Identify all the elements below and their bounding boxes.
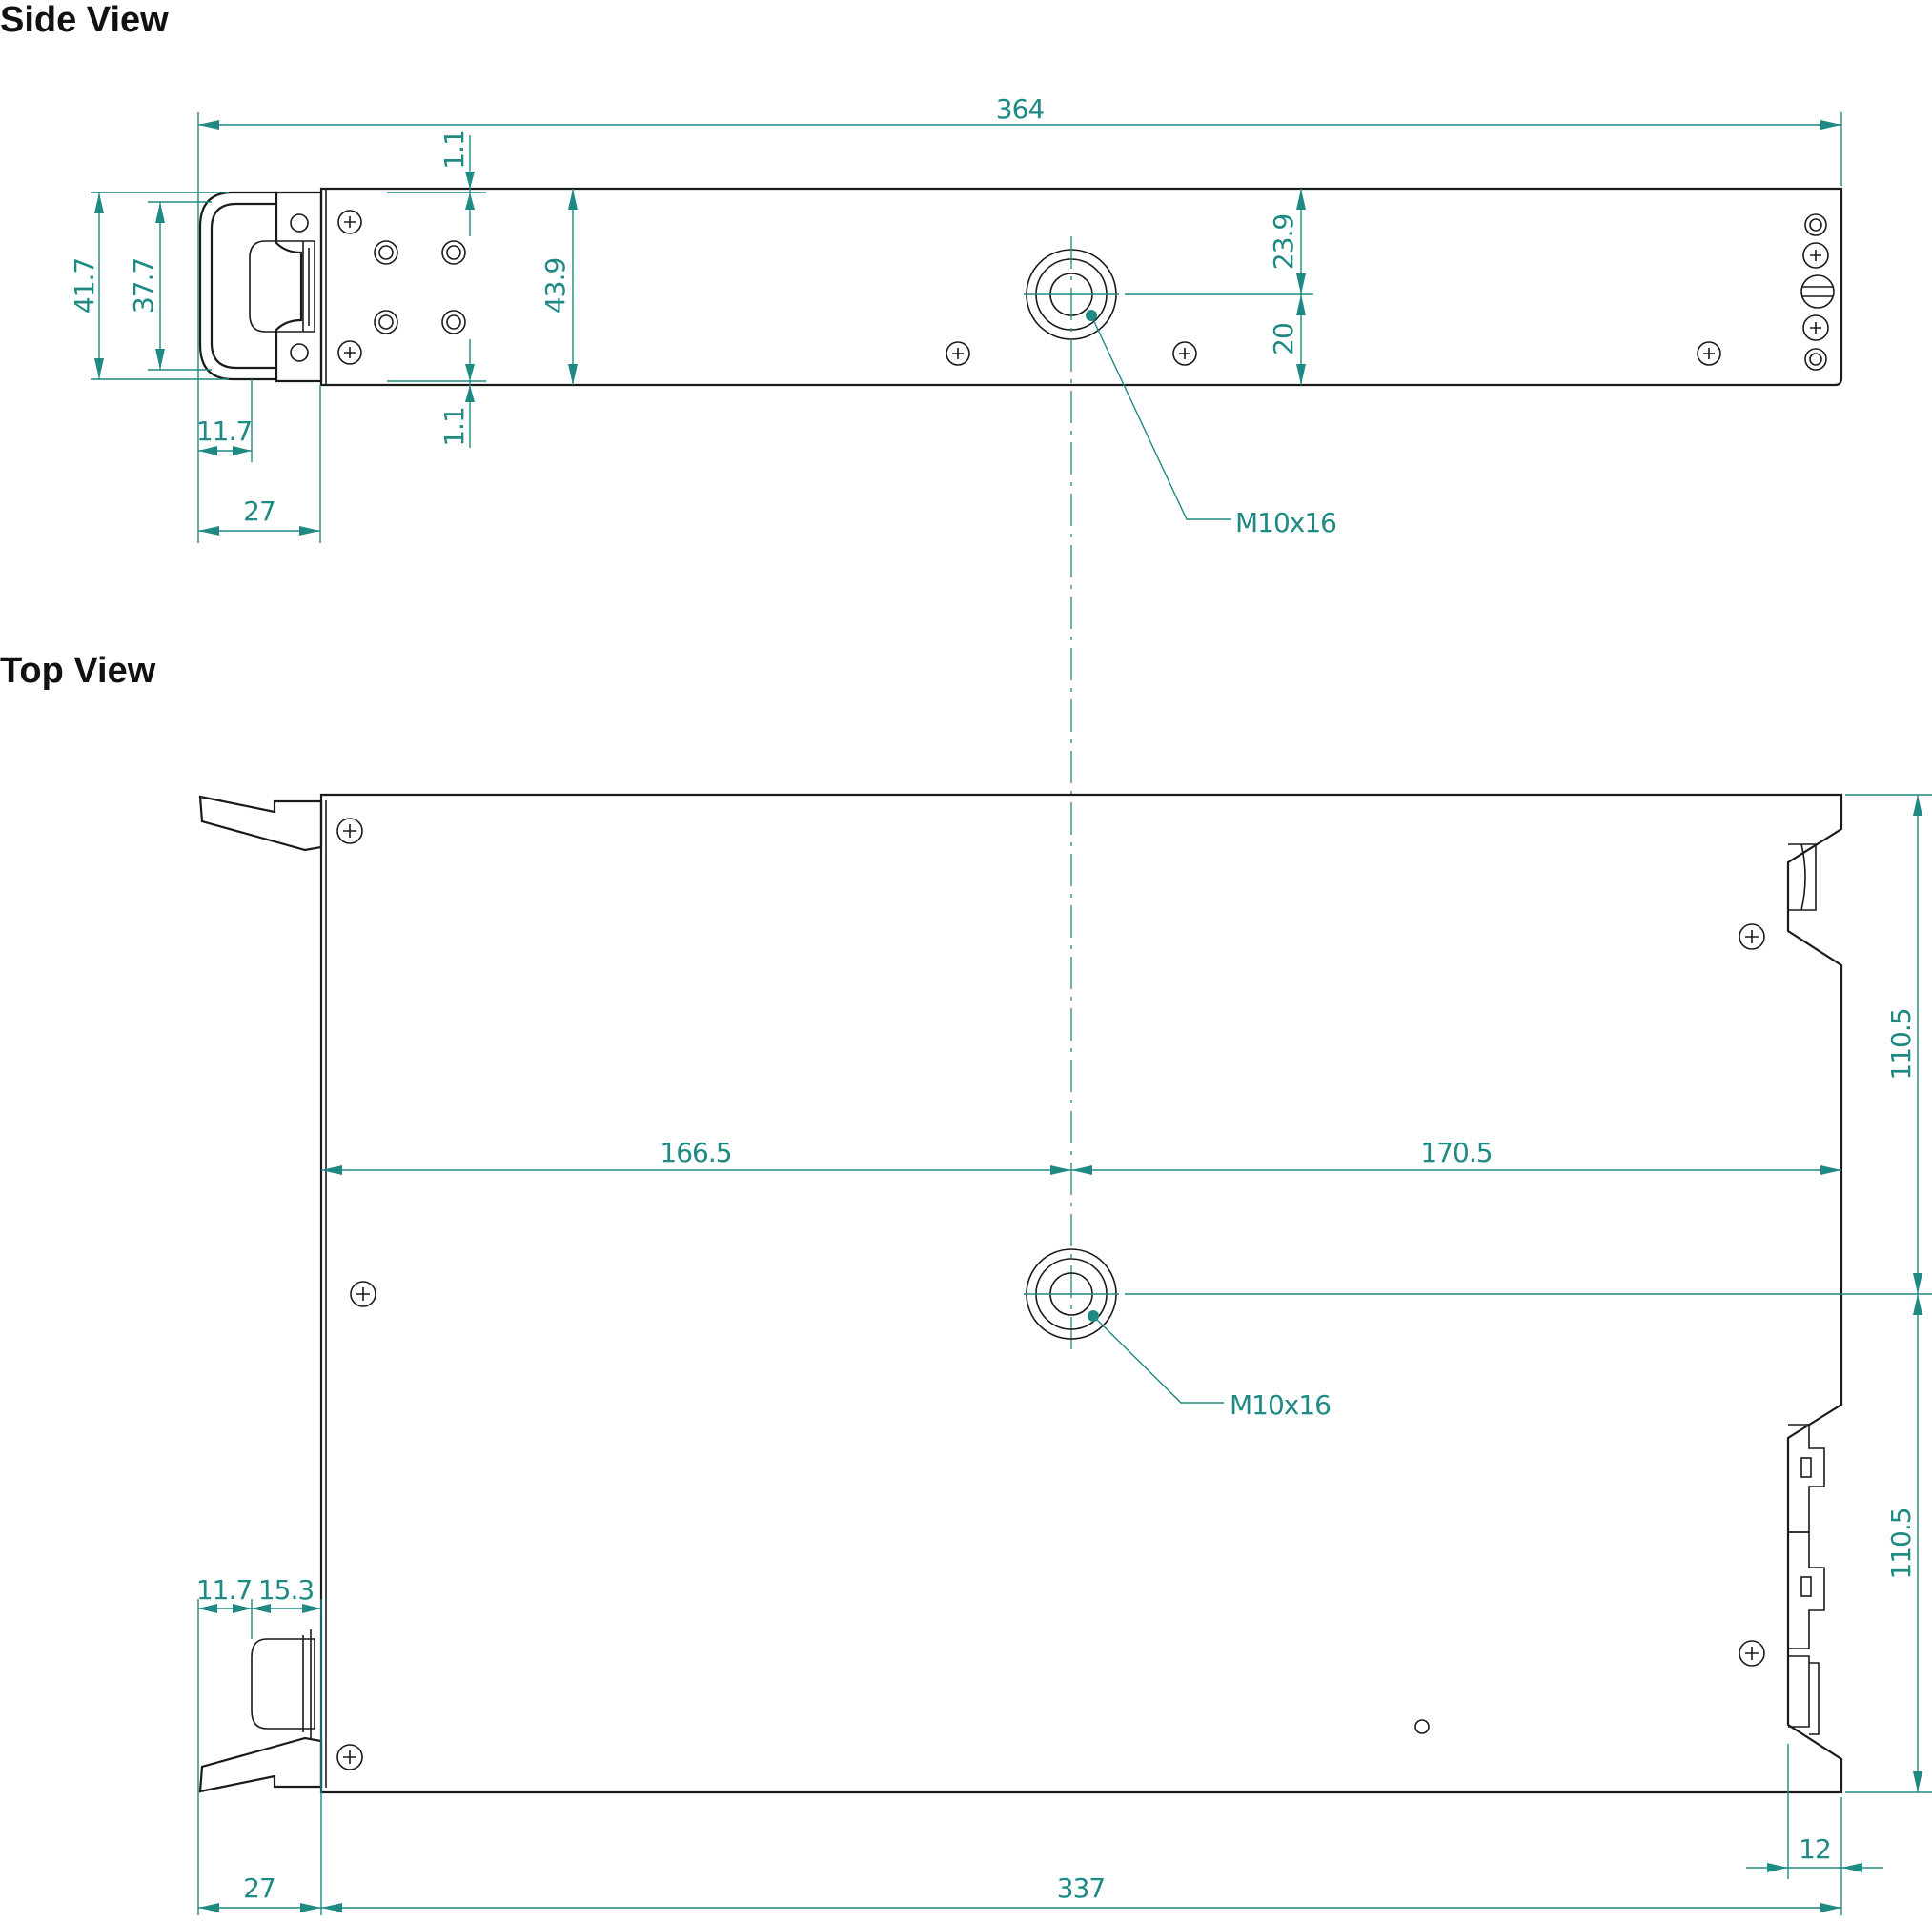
dim-handle-depth: 27: [243, 496, 275, 527]
leader-line-top: [1092, 1315, 1224, 1404]
dim-handle-outer: 41.7: [69, 258, 100, 314]
screw-icon: [1739, 923, 1765, 950]
dim-handle-grip-top: 11.7: [196, 1574, 252, 1606]
flange-hole-top: [290, 213, 309, 233]
dim-mount-to-right: 170.5: [1420, 1137, 1492, 1168]
latch-bottom: [198, 1736, 323, 1793]
handle-outer: [198, 191, 276, 381]
connector-hole: [374, 310, 398, 334]
dim-handle-grip: 11.7: [196, 415, 252, 447]
dim-half-width-upper: 110.5: [1885, 1008, 1917, 1080]
dim-handle-depth-top: 27: [243, 1872, 275, 1904]
side-view-dimensions: 364 41.7 37.7 43.9 1.1 1.1 11.7 27: [69, 93, 1842, 543]
screw-icon: [1172, 341, 1197, 366]
front-flange: [275, 191, 323, 383]
connector-hole: [441, 240, 466, 265]
rear-fuse-icon: [1800, 274, 1835, 309]
dim-half-width-lower: 110.5: [1885, 1507, 1917, 1579]
side-body-outline: [319, 187, 1843, 387]
leader-line: [1090, 314, 1231, 520]
screw-icon: [1802, 314, 1829, 341]
screw-icon: [337, 340, 362, 365]
top-view-title: Top View: [0, 651, 156, 691]
rear-hole: [1804, 213, 1827, 236]
top-view-dimensions: 166.5 170.5 110.5 110.5 11.7 15.3 27 337: [196, 794, 1932, 1915]
dim-body-length: 337: [1057, 1872, 1105, 1904]
dim-handle-offset-top: 15.3: [258, 1574, 314, 1606]
rear-hole: [1804, 348, 1827, 371]
dim-overall-length: 364: [996, 93, 1045, 125]
handle-knob-top: [251, 1638, 315, 1730]
dim-bottom-offset: 1.1: [438, 407, 470, 447]
dim-mount-below: 20: [1268, 323, 1299, 355]
side-view-title: Side View: [0, 0, 169, 40]
dim-rear-recess: 12: [1799, 1833, 1831, 1865]
screw-icon: [1739, 1640, 1765, 1667]
screw-icon: [336, 818, 363, 844]
latch-top: [198, 795, 323, 852]
connector-hole: [441, 310, 466, 334]
screw-icon: [337, 210, 362, 234]
dim-top-offset: 1.1: [438, 130, 470, 170]
rear-connector-top: [1788, 843, 1817, 911]
handle-knob: [249, 240, 315, 333]
screw-icon: [1697, 341, 1721, 366]
screw-icon: [336, 1744, 363, 1770]
top-body-outline: [319, 793, 1843, 1794]
dim-body-height: 43.9: [539, 258, 571, 314]
rear-connector-stack: [1788, 1424, 1825, 1735]
thread-callout-top: M10x16: [1230, 1389, 1331, 1421]
screw-icon: [350, 1281, 376, 1307]
flange-hole-bottom: [290, 343, 309, 362]
small-hole: [1414, 1719, 1430, 1734]
connector-hole: [374, 240, 398, 265]
handle-inner: [210, 202, 276, 370]
dim-left-to-mount: 166.5: [660, 1137, 731, 1168]
screw-icon: [946, 341, 970, 366]
screw-icon: [1802, 242, 1829, 269]
dim-handle-inner: 37.7: [128, 258, 159, 314]
thread-callout-side: M10x16: [1235, 507, 1336, 538]
side-view-part: [198, 187, 1843, 387]
dim-mount-above: 23.9: [1268, 214, 1299, 270]
